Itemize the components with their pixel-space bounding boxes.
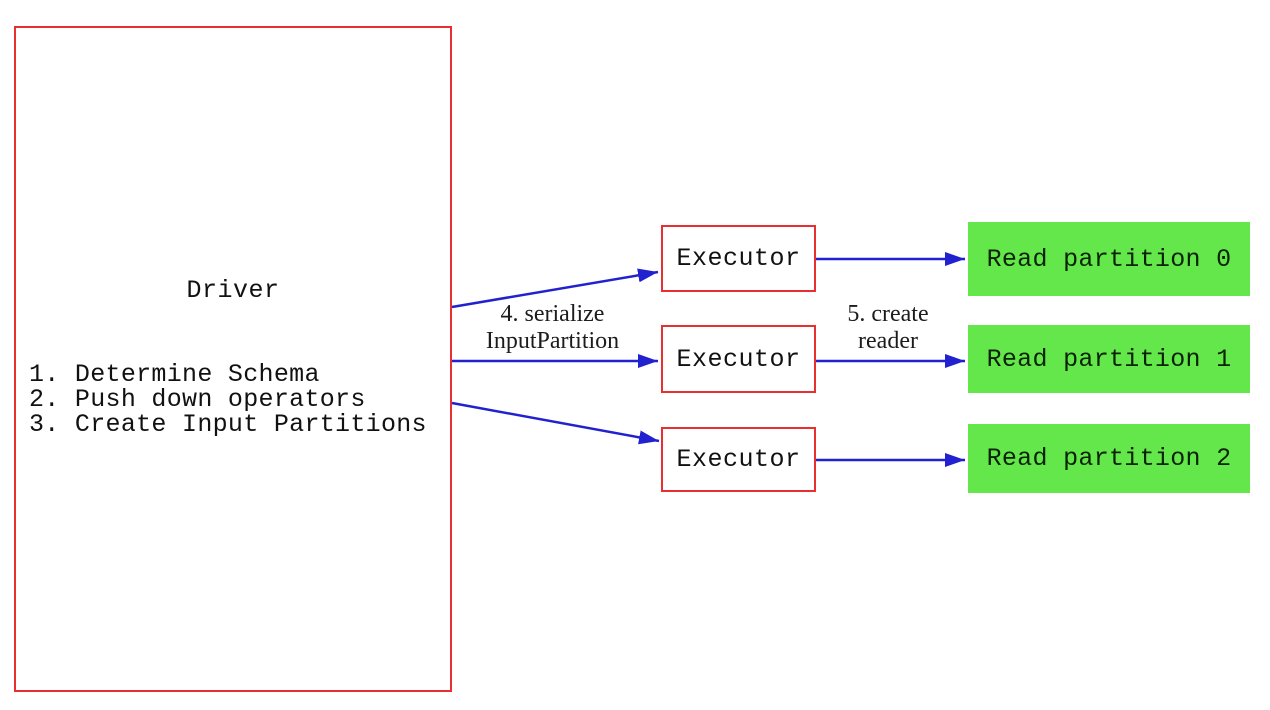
executor-label-2: Executor <box>676 445 801 474</box>
driver-step-1: 1. Determine Schema <box>29 360 320 389</box>
arrow-driver-to-executor-2 <box>451 401 660 445</box>
driver-steps-list: 1. Determine Schema 2. Push down operato… <box>29 362 427 437</box>
partition-label-1: Read partition 1 <box>986 344 1232 374</box>
edge-label-serialize-line1: 4. serialize <box>500 301 605 327</box>
driver-step-2: 2. Push down operators <box>29 385 366 414</box>
executor-box-0: Executor <box>661 225 816 292</box>
partition-label-2: Read partition 2 <box>986 444 1232 473</box>
partition-box-0: Read partition 0 <box>968 222 1250 296</box>
executor-label-0: Executor <box>676 244 801 273</box>
driver-title: Driver <box>186 276 280 305</box>
partition-label-0: Read partition 0 <box>986 244 1232 274</box>
edge-label-create-reader-line2: reader <box>858 328 918 354</box>
executor-label-1: Executor <box>676 344 801 374</box>
driver-box: Driver 1. Determine Schema 2. Push down … <box>14 26 452 692</box>
partition-box-1: Read partition 1 <box>968 325 1250 393</box>
partition-box-2: Read partition 2 <box>968 424 1250 493</box>
executor-box-1: Executor <box>661 325 816 393</box>
driver-step-3: 3. Create Input Partitions <box>29 410 427 439</box>
executor-box-2: Executor <box>661 427 816 492</box>
edge-label-create-reader-line1: 5. create <box>847 301 929 327</box>
edge-label-serialize: 4. serialize InputPartition <box>455 301 650 355</box>
edge-label-create-reader: 5. create reader <box>818 301 958 355</box>
edge-label-serialize-line2: InputPartition <box>485 328 620 354</box>
